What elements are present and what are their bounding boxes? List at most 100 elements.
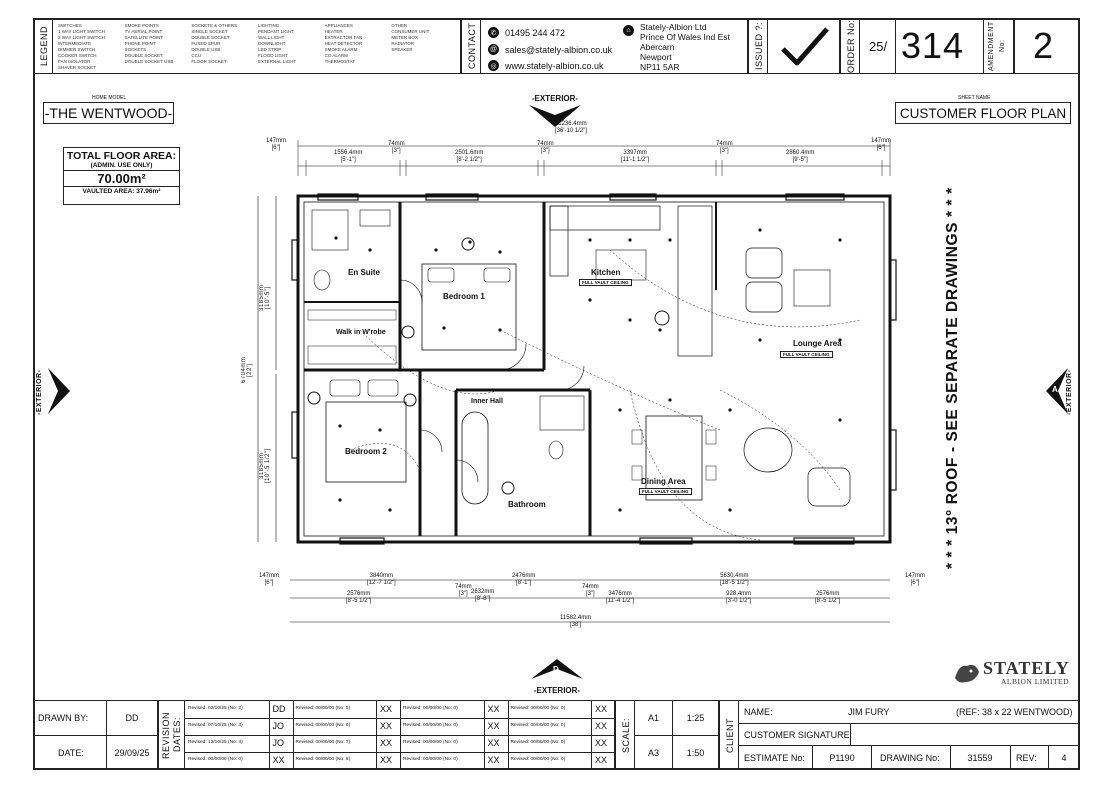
revision-divider [591,752,592,769]
dim-bottom-4: 2476mm [8'-1"] [512,573,536,586]
dim-top-9: 147mm [6"] [871,138,892,151]
dim-bottom-6: 5630.4mm [18'-5 1/2"] [720,573,749,586]
date-label: DATE: [58,748,84,758]
dim-bottom-9: 2632mm [8'-8"] [471,589,495,602]
revision-divider [507,718,509,735]
revision-divider [376,718,377,735]
revision-initials: JO [272,721,285,731]
date-value: 29/09/25 [114,748,150,758]
exterior-right-marker: A -EXTERIOR- [1038,358,1078,424]
legend-item: 2 WAY LIGHT SWITCH [58,35,105,40]
revision-divider [268,718,270,735]
website-link[interactable]: www.stately-albion.co.uk [505,60,604,71]
legend-item: DOUBLE SOCKET [191,35,230,40]
revision-divider [591,735,592,752]
client-name-label: NAME: [744,707,773,717]
legend-item: THERMOSTAT [324,59,355,64]
legend-item: FAN ISOLATOR [58,59,91,64]
legend-heading: APPLIANCES [324,23,353,28]
dim-top-7: 74mm [3"] [716,141,733,154]
order-number: 314 [901,25,965,66]
legend-item: CCU [191,53,202,58]
vaulted-area: VAULTED AREA: 37.96m² [82,188,161,195]
signature-label: CUSTOMER SIGNATURE: [744,729,853,740]
revision-divider [400,718,401,735]
revision-entry: Revised: 00/00/00 (No: 7) [295,740,351,745]
sheet-name-caption: SHEET NAME [958,95,991,101]
dim-left-1: 3185mm [10'-5"] [259,284,271,312]
revision-divider [400,735,401,752]
legend-item: PHONE POINT [124,41,156,46]
revision-label: REVISION DATES: [161,711,182,759]
brand-sub: ALBION LIMITED [1001,677,1070,686]
revision-entry: Revised: 00/00/00 (No: 0) [510,706,566,711]
client-name: JIM FURY [848,707,890,717]
legend-item: DOUBLE USB [191,47,221,52]
dim-top-2: 1556.4mm [5'-1"] [334,150,363,163]
amendment-number: 2 [1033,25,1054,66]
kitchen-ceiling-chip: FULL VAULT CEILING [579,279,632,286]
room-label-inner-hall: Inner Hall [471,398,503,405]
legend-item: DOWNLIGHT [258,41,286,46]
legend-item: INTERMEDIATE [58,41,92,46]
issued-label: ISSUED ?: [754,22,764,71]
revision-entry: Revised: 00/00/00 (No: 6) [295,723,351,728]
order-prefix: 25/ [869,39,888,54]
legend-item: WALL LIGHT [258,35,285,40]
legend-item: COOKER SWITCH [58,53,97,58]
revision-initials: XX [487,704,500,714]
revision-initials: XX [595,721,608,731]
dim-bottom-1: 147mm [6"] [259,573,280,586]
legend-heading: SOCKETS & OTHERS [191,23,238,28]
revision-initials: XX [272,755,285,765]
revision-divider [268,701,270,718]
legend-item: CONSUMER UNIT [391,29,430,34]
revision-entry: Revised: 00/00/00 (No: 0) [403,757,458,762]
legend-item: EXTERNAL LIGHT [258,59,297,64]
revision-divider [400,752,401,769]
legend-item: SOCKETS [124,47,147,52]
revision-divider [400,701,401,718]
revision-divider [292,718,294,735]
rev-label: REV: [1016,752,1037,763]
checkmark-icon [781,27,829,66]
floor-area-box: TOTAL FLOOR AREA: (ADMIN. USE ONLY) 70.0… [63,147,180,205]
home-model-caption: HOME MODEL [92,95,127,101]
legend-item: SATELLITE POINT [124,35,164,40]
legend-item: RADIATOR [391,41,415,46]
dim-bottom-12: 2576mm [8'-5 1/2"] [815,591,841,604]
signature-field[interactable] [851,724,1079,745]
revision-entry: Revised: 07/10/25 (No: 3) [188,723,243,728]
phone-number[interactable]: 01495 244 472 [505,27,566,38]
client-label: CLIENT [725,717,735,753]
estimate-label: ESTIMATE No: [744,752,805,763]
email-address[interactable]: sales@stately-albion.co.uk [505,44,613,55]
revision-divider [483,735,485,752]
estimate-value: P1190 [829,752,855,763]
revision-divider [507,701,509,718]
revision-divider [185,718,615,719]
legend-item: 1 WAY LIGHT SWITCH [58,29,105,34]
drawn-by-label: DRAWN BY: [38,713,89,723]
email-icon: @ [488,44,499,55]
phone-row: ✆ 01495 244 472 [488,27,565,38]
revision-initials: JO [272,738,285,748]
revision-divider [185,735,615,736]
roof-note: * * * 13° ROOF - SEE SEPARATE DRAWINGS *… [944,187,961,569]
sheet-name: CUSTOMER FLOOR PLAN [895,102,1071,124]
dining-ceiling-chip: FULL VAULT CEILING [639,488,692,495]
dim-top-3: 74mm [3"] [388,141,405,154]
revision-box: REVISION DATES: Revised: 02/10/25 (No: 2… [158,700,615,770]
legend-item: SHAVER SOCKET [58,65,96,70]
a1-scale: 1:25 [686,713,705,723]
revision-divider [268,752,270,769]
scale-label: SCALE: [621,717,631,753]
dim-bottom-7: 147mm [6"] [905,573,926,586]
drawn-by-value: DD [125,713,139,723]
dim-top-1: 147mm [6"] [266,138,287,151]
room-label-bedroom1: Bedroom 1 [443,292,485,301]
